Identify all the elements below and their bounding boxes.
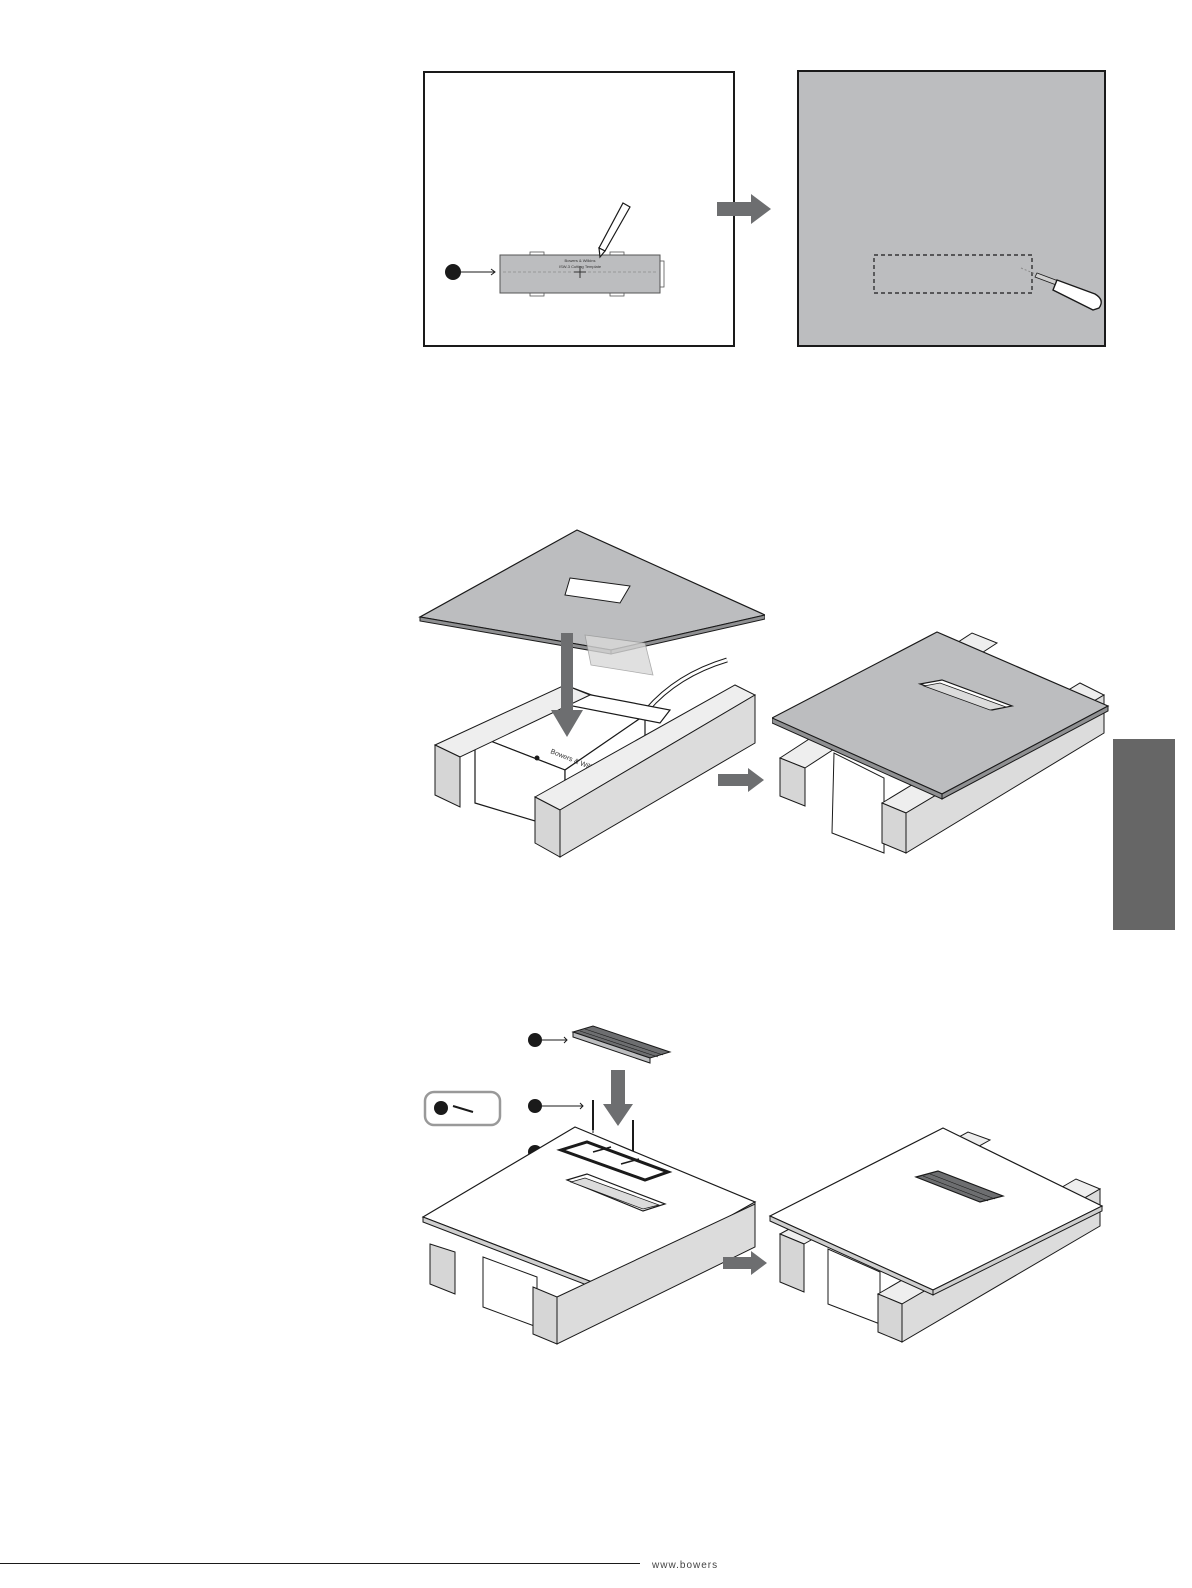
grille-fitted-illustration xyxy=(768,1124,1108,1346)
grille xyxy=(573,1026,670,1063)
screwdriver-tool-box xyxy=(425,1092,500,1125)
section-tab xyxy=(1113,739,1175,930)
joist-left xyxy=(430,1244,455,1294)
cutting-template: Bowers & Wilkins ISW-3 Cutting Template xyxy=(500,252,664,296)
grille-installation-illustration xyxy=(415,1022,760,1347)
footer-rule xyxy=(0,1563,640,1564)
footer-text: www.bowers xyxy=(652,1560,718,1571)
callout-dot-screws xyxy=(528,1099,542,1113)
ceiling-fitted-illustration xyxy=(772,628,1112,856)
next-step-arrow-2 xyxy=(716,766,768,794)
template-brand: Bowers & Wilkins xyxy=(565,258,596,263)
template-panel: Bowers & Wilkins ISW-3 Cutting Template xyxy=(423,71,735,347)
back-box-installation-illustration: Bowers & Wilkins xyxy=(415,525,765,860)
ceiling-board xyxy=(772,632,1108,799)
cut-outline-illustration xyxy=(799,72,1104,345)
next-step-arrow-1 xyxy=(715,192,775,226)
ceiling-board xyxy=(770,1128,1102,1295)
cut-outline xyxy=(874,255,1032,293)
knife-icon xyxy=(1021,268,1101,310)
down-arrow-icon xyxy=(603,1070,633,1126)
template-title: ISW-3 Cutting Template xyxy=(559,264,602,269)
callout-dot-grille xyxy=(528,1033,542,1047)
next-step-arrow-3 xyxy=(721,1250,771,1276)
ceiling-board xyxy=(420,530,765,654)
template-illustration: Bowers & Wilkins ISW-3 Cutting Template xyxy=(425,73,733,345)
ceiling-cut-panel xyxy=(797,70,1106,347)
callout-dot xyxy=(445,264,461,280)
pencil-icon xyxy=(599,203,630,257)
